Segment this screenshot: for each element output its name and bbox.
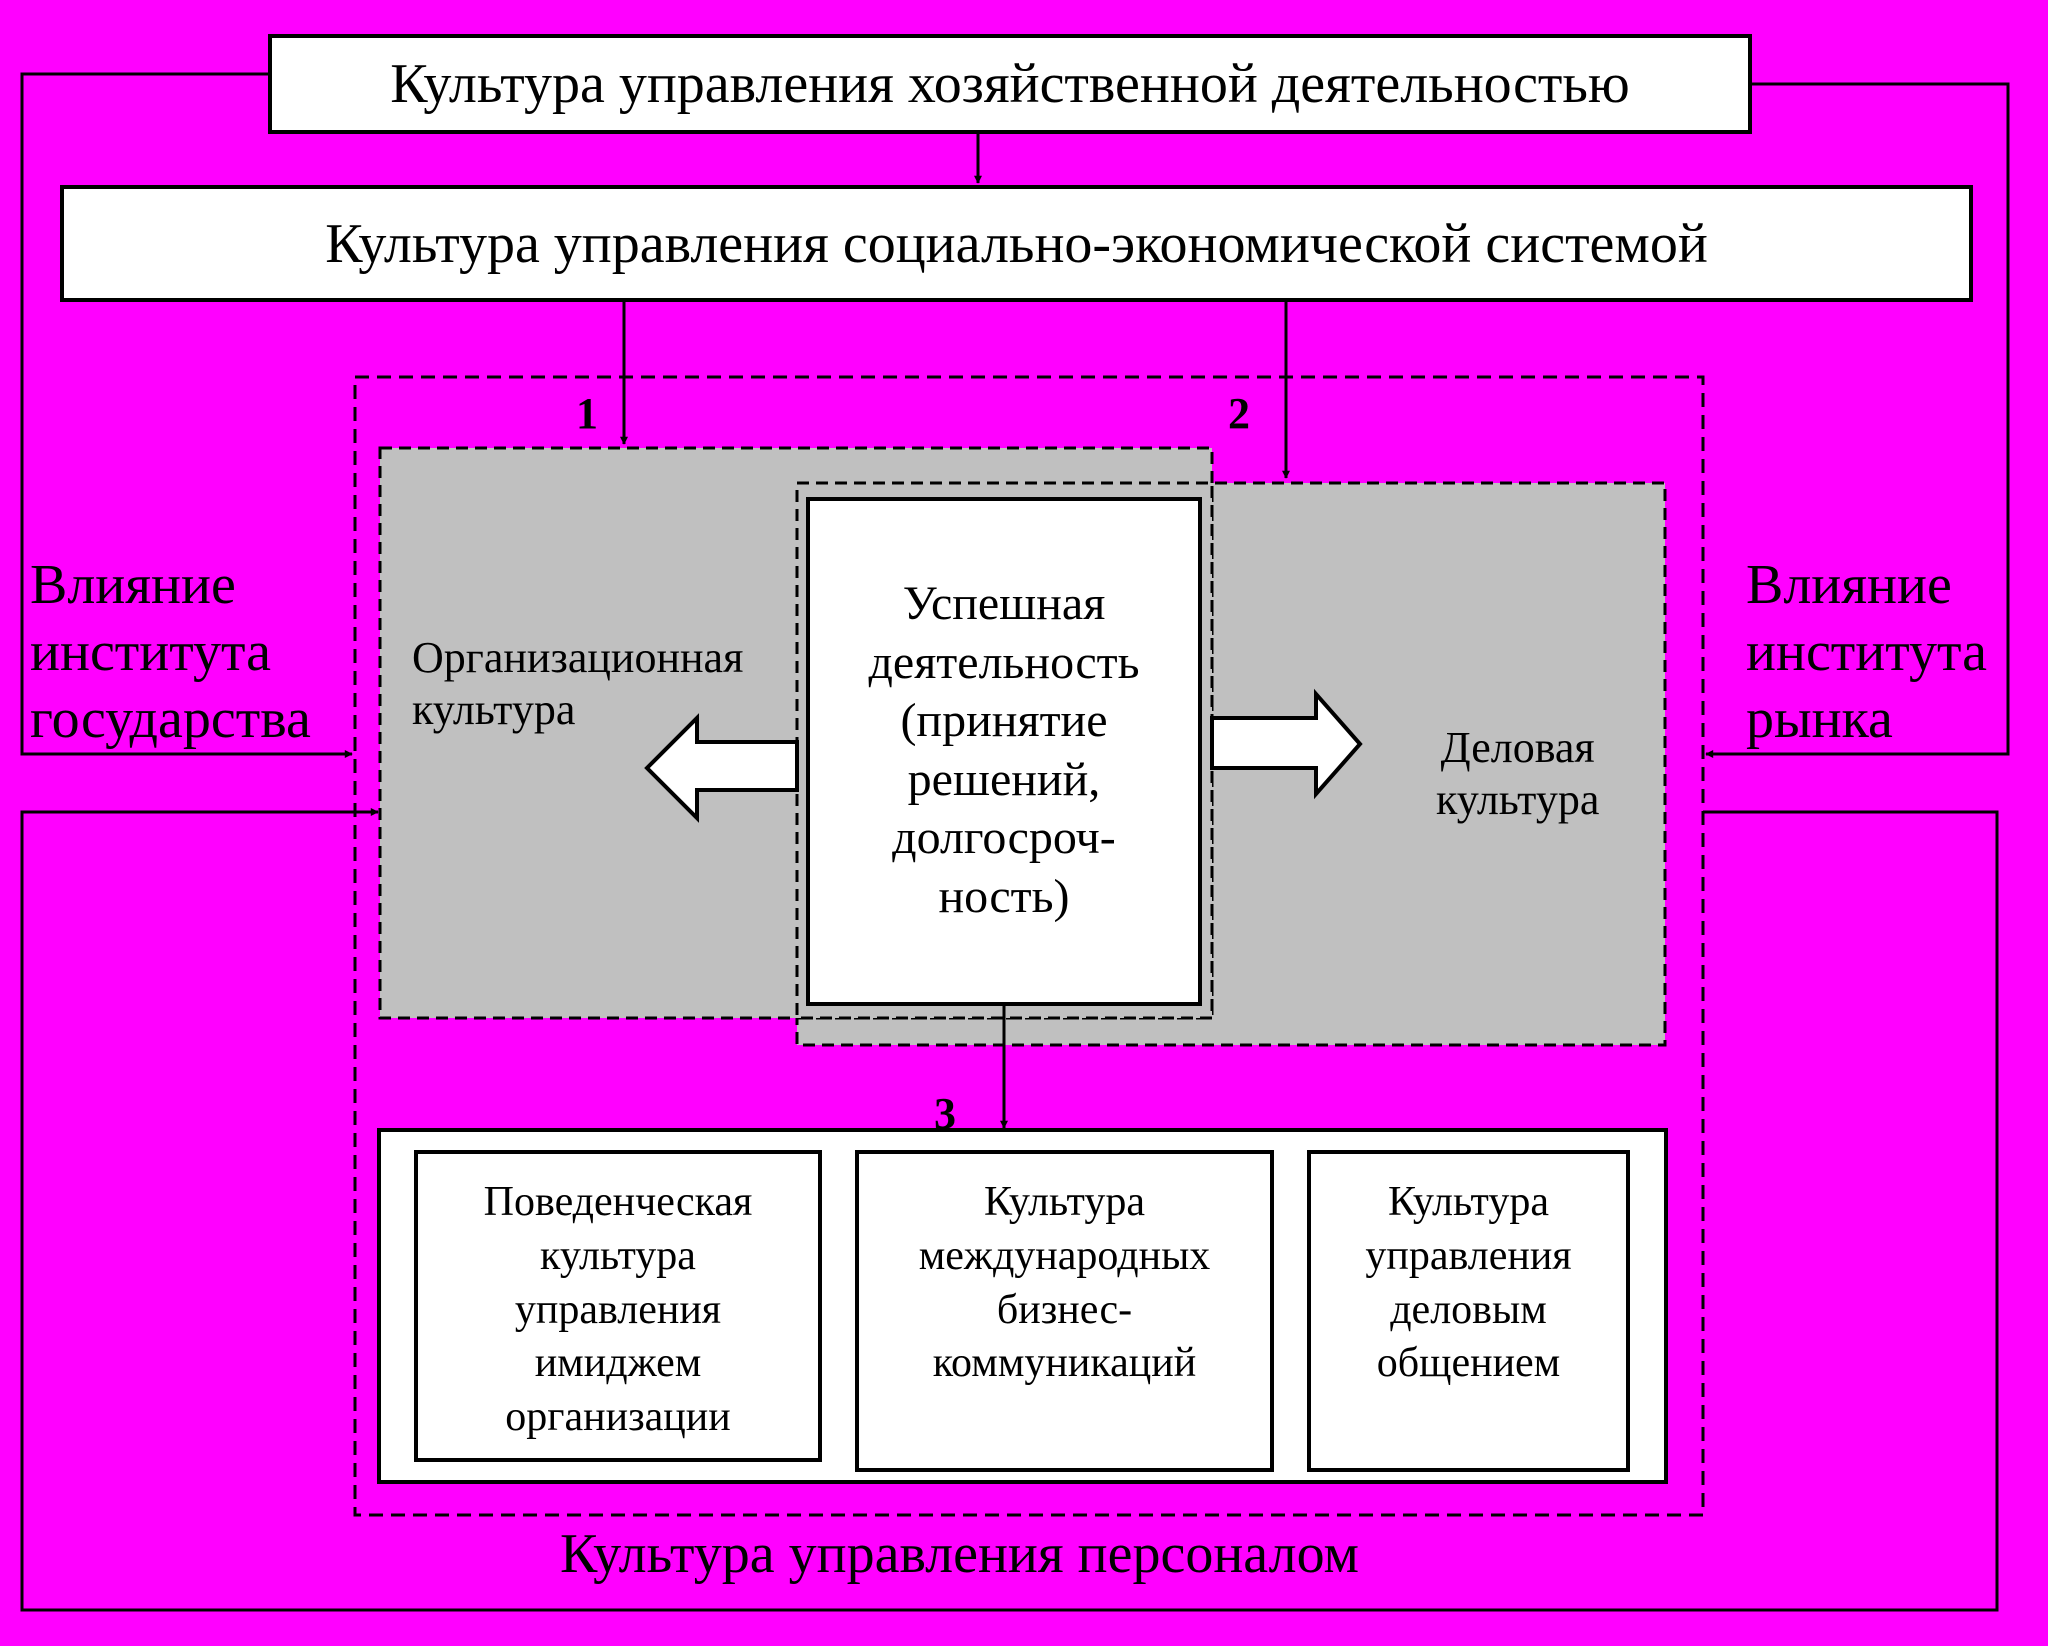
center-box: Успешная деятельность (принятие решений,… <box>806 497 1202 1006</box>
business-culture-label: Деловая культура <box>1436 723 1600 824</box>
marker-3: 3 <box>934 1089 956 1138</box>
second-box-label: Культура управления социально-экономичес… <box>325 212 1708 275</box>
top-box: Культура управления хозяйственной деятел… <box>268 34 1752 134</box>
bottom-box-international: Культура международных бизнес- коммуника… <box>855 1150 1274 1472</box>
center-box-label: Успешная деятельность (принятие решений,… <box>868 577 1140 923</box>
left-block-arrow <box>644 713 799 823</box>
second-box: Культура управления социально-экономичес… <box>60 185 1973 302</box>
outer-dashed-frame <box>353 375 1705 1517</box>
top-box-label: Культура управления хозяйственной деятел… <box>390 53 1630 115</box>
org-culture-label: Организационная культура <box>412 633 744 734</box>
bottom-box-behavioral: Поведенческая культура управления имидже… <box>414 1150 822 1462</box>
left-influence-label: Влияние института государства <box>30 554 311 751</box>
marker-2: 2 <box>1228 389 1250 438</box>
right-block-arrow <box>1210 688 1363 800</box>
right-influence-label: Влияние института рынка <box>1746 554 1987 751</box>
bottom-title: Культура управления персоналом <box>560 1523 1359 1585</box>
bottom-box-business-communication: Культура управления деловым общением <box>1307 1150 1630 1472</box>
marker-1: 1 <box>576 389 598 438</box>
